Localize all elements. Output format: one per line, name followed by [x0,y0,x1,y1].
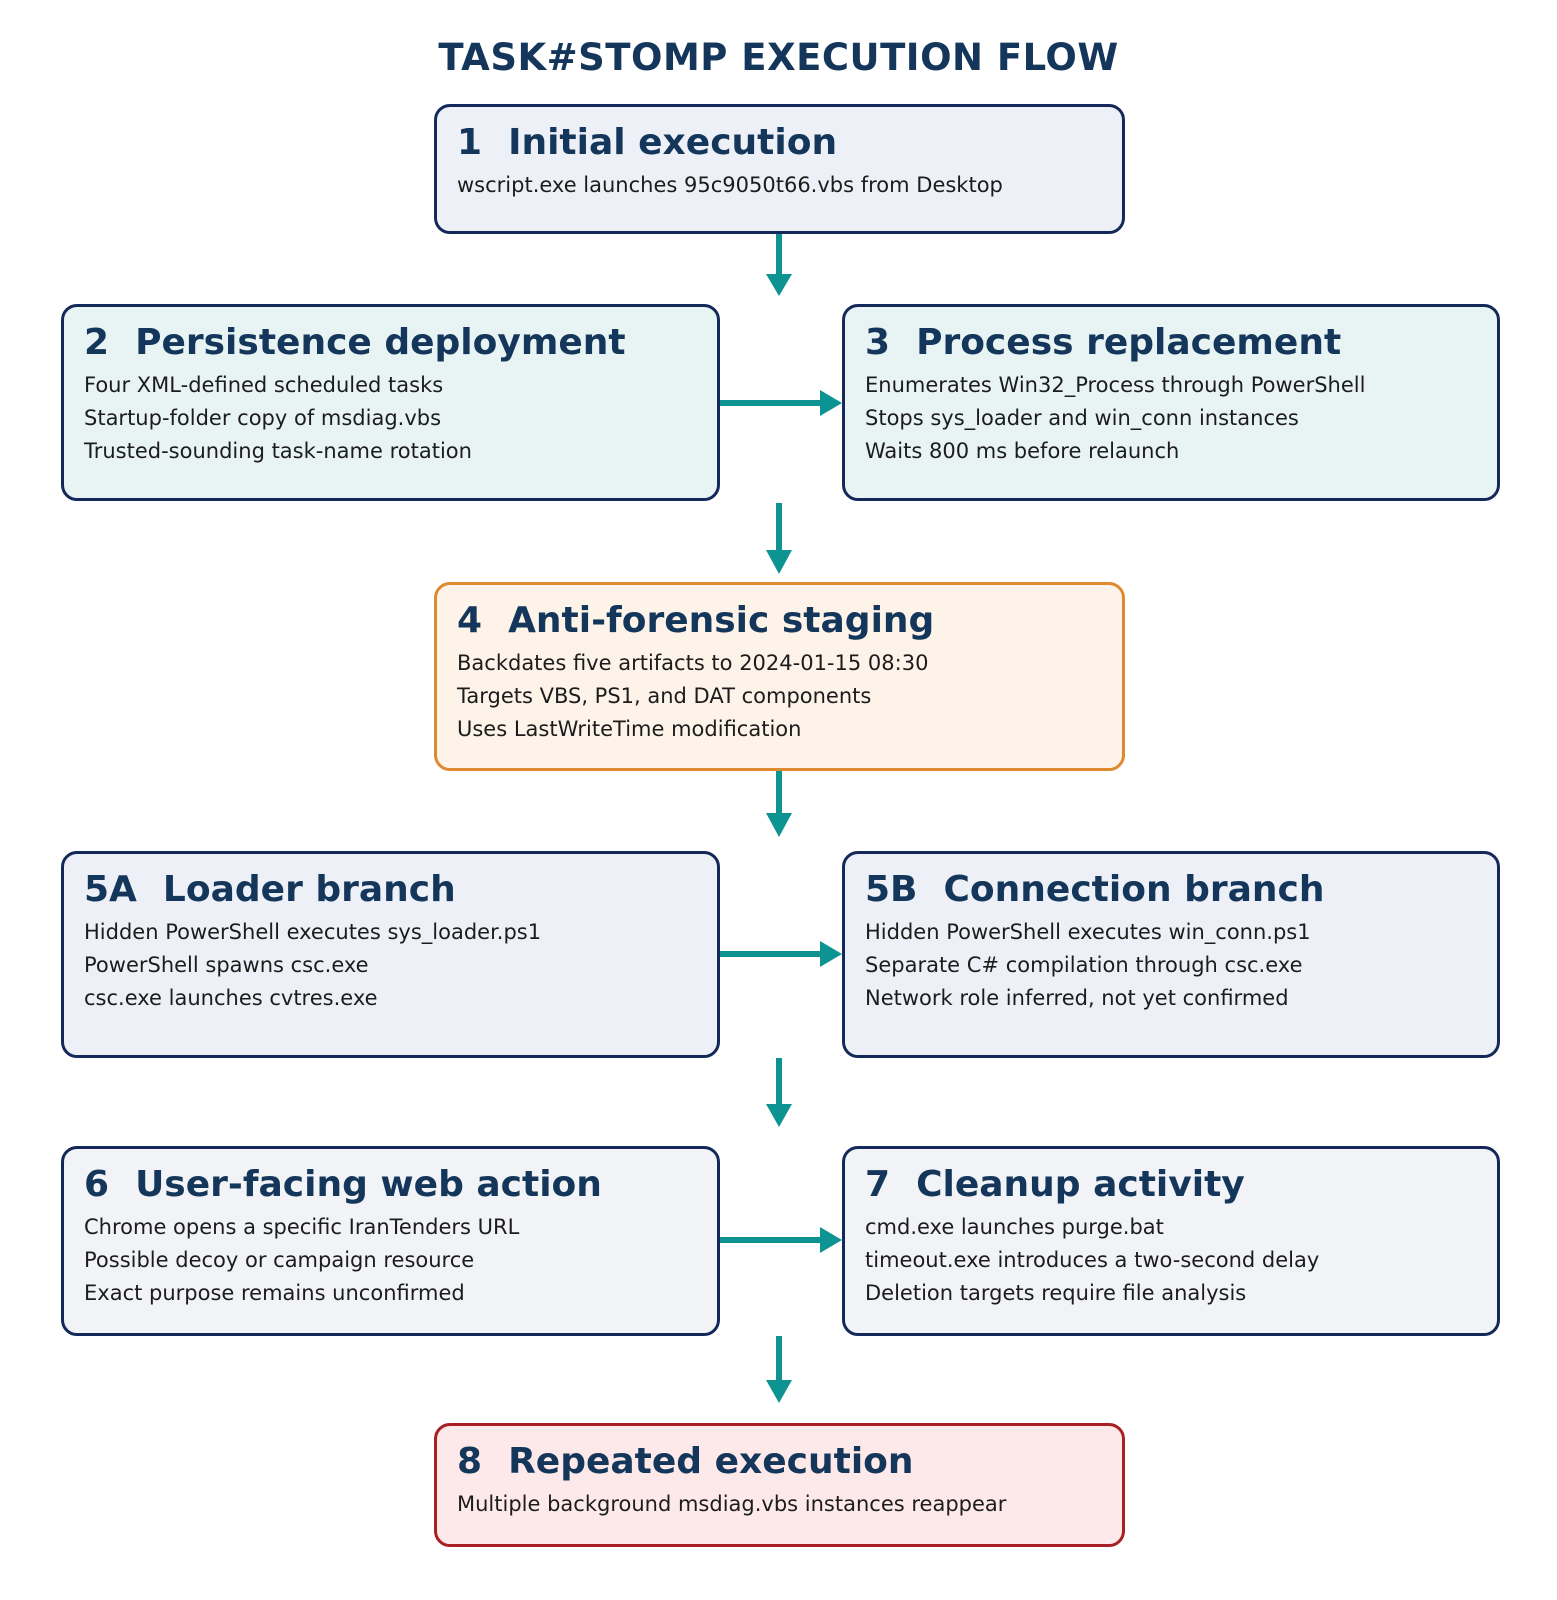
arrowhead [766,1380,792,1403]
node-initial-execution: 1 Initial execution wscript.exe launches … [434,104,1125,234]
arrowhead [766,274,792,296]
node-line: Backdates five artifacts to 2024-01-15 0… [457,651,929,675]
node-line: Trusted-sounding task-name rotation [84,439,472,463]
node-line: Deletion targets require file analysis [865,1281,1247,1305]
node-title: User-facing web action [135,1164,602,1205]
node-number: 8 [457,1441,483,1482]
node-user-facing-web-action: 6 User-facing web action Chrome opens a s… [61,1146,720,1336]
node-number: 1 [457,122,483,163]
node-line: Separate C# compilation through csc.exe [865,953,1303,977]
node-title: Process replacement [916,322,1342,363]
node-line: Enumerates Win32_Process through PowerSh… [865,373,1366,397]
node-title: Cleanup activity [916,1164,1245,1205]
node-repeated-execution: 8 Repeated execution Multiple background … [434,1423,1125,1547]
node-title: Loader branch [162,869,456,910]
node-title: Initial execution [508,122,838,163]
node-line: Chrome opens a specific IranTenders URL [84,1215,520,1239]
node-line: Startup-folder copy of msdiag.vbs [84,406,442,430]
node-persistence-deployment: 2 Persistence deployment Four XML-defined… [61,304,720,501]
node-line: Targets VBS, PS1, and DAT components [457,684,872,708]
node-line: Hidden PowerShell executes win_conn.ps1 [865,920,1311,944]
arrowhead [820,390,842,416]
node-line: Four XML-defined scheduled tasks [84,373,444,397]
node-title: Anti-forensic staging [508,600,935,641]
node-line: Hidden PowerShell executes sys_loader.ps… [84,920,542,944]
node-number: 6 [84,1164,110,1205]
node-line: Multiple background msdiag.vbs instances… [457,1492,1007,1516]
node-process-replacement: 3 Process replacement Enumerates Win32_Pr… [842,304,1500,501]
node-connection-branch: 5B Connection branch Hidden PowerShell ex… [842,851,1500,1058]
node-line: PowerShell spawns csc.exe [84,953,369,977]
node-number: 5B [865,869,918,910]
node-title: Repeated execution [508,1441,914,1482]
node-anti-forensic-staging: 4 Anti-forensic staging Backdates five ar… [434,582,1125,771]
node-number: 3 [865,322,891,363]
node-line: Network role inferred, not yet confirmed [865,986,1289,1010]
node-loader-branch: 5A Loader branch Hidden PowerShell execut… [61,851,720,1058]
node-line: Possible decoy or campaign resource [84,1248,475,1272]
node-line: wscript.exe launches 95c9050t66.vbs from… [457,173,1003,197]
node-line: Exact purpose remains unconfirmed [84,1281,465,1305]
node-number: 5A [84,869,137,910]
node-line: csc.exe launches cvtres.exe [84,986,378,1010]
node-line: Waits 800 ms before relaunch [865,439,1180,463]
arrowhead [766,813,792,837]
node-line: Stops sys_loader and win_conn instances [865,406,1299,430]
arrowhead [766,550,792,574]
node-number: 2 [84,322,110,363]
node-line: Uses LastWriteTime modification [457,717,802,741]
node-cleanup-activity: 7 Cleanup activity cmd.exe launches purge… [842,1146,1500,1336]
node-line: timeout.exe introduces a two-second dela… [865,1248,1320,1272]
diagram-title: TASK#STOMP EXECUTION FLOW [438,36,1119,79]
node-title: Connection branch [943,869,1325,910]
arrowhead [766,1104,792,1127]
node-number: 4 [457,600,483,641]
node-number: 7 [865,1164,891,1205]
arrowhead [820,1227,842,1253]
node-line: cmd.exe launches purge.bat [865,1215,1164,1239]
arrowhead [820,941,842,967]
node-title: Persistence deployment [135,322,626,363]
